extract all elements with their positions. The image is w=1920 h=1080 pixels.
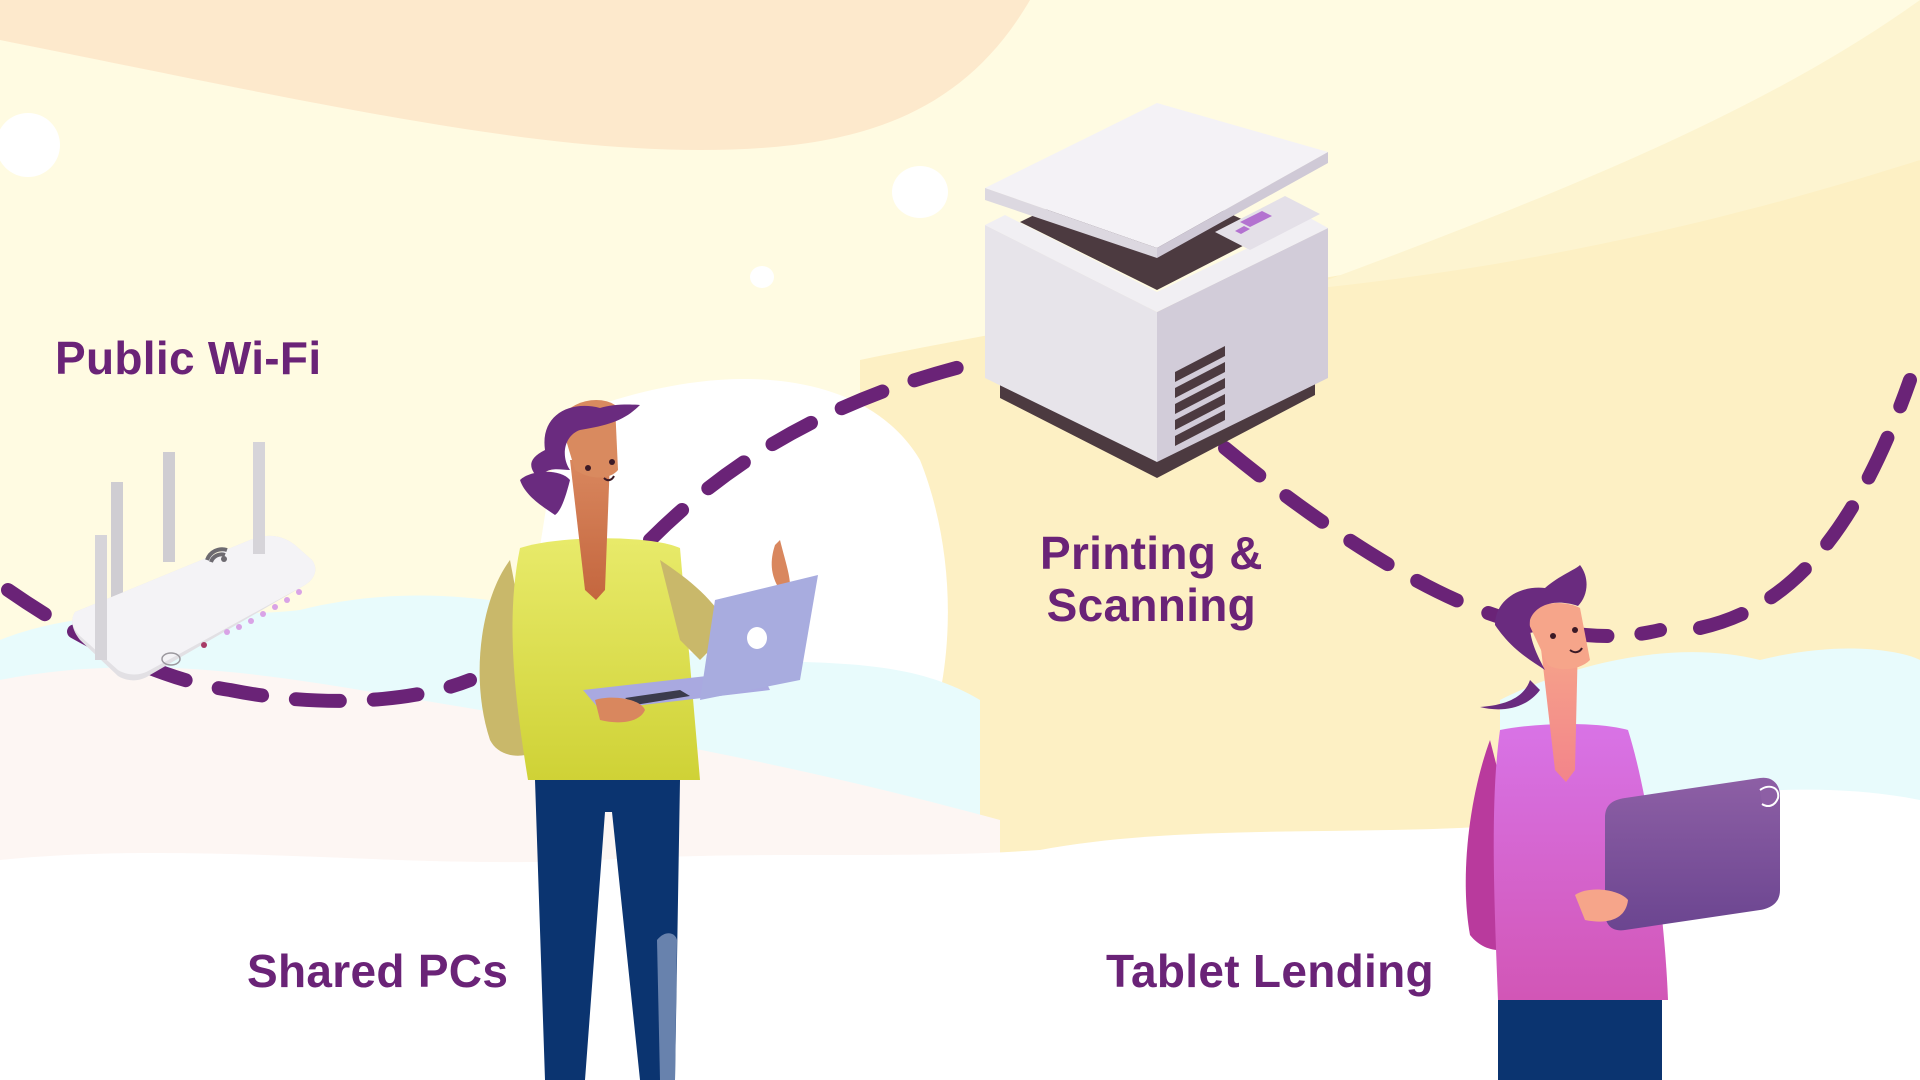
person-with-tablet — [1465, 565, 1780, 1080]
label-shared-pcs: Shared PCs — [247, 945, 509, 997]
label-tablet-lending: Tablet Lending — [1106, 945, 1434, 997]
label-public-wifi: Public Wi-Fi — [55, 332, 322, 384]
label-printing-line1: Printing & — [1040, 527, 1263, 579]
person-with-laptop — [479, 400, 818, 1080]
wifi-router-icon — [72, 442, 316, 681]
label-printing-line2: Scanning — [1046, 579, 1257, 631]
printer-scanner-icon — [985, 103, 1328, 478]
label-printing-scanning: Printing & Scanning — [1040, 527, 1263, 631]
